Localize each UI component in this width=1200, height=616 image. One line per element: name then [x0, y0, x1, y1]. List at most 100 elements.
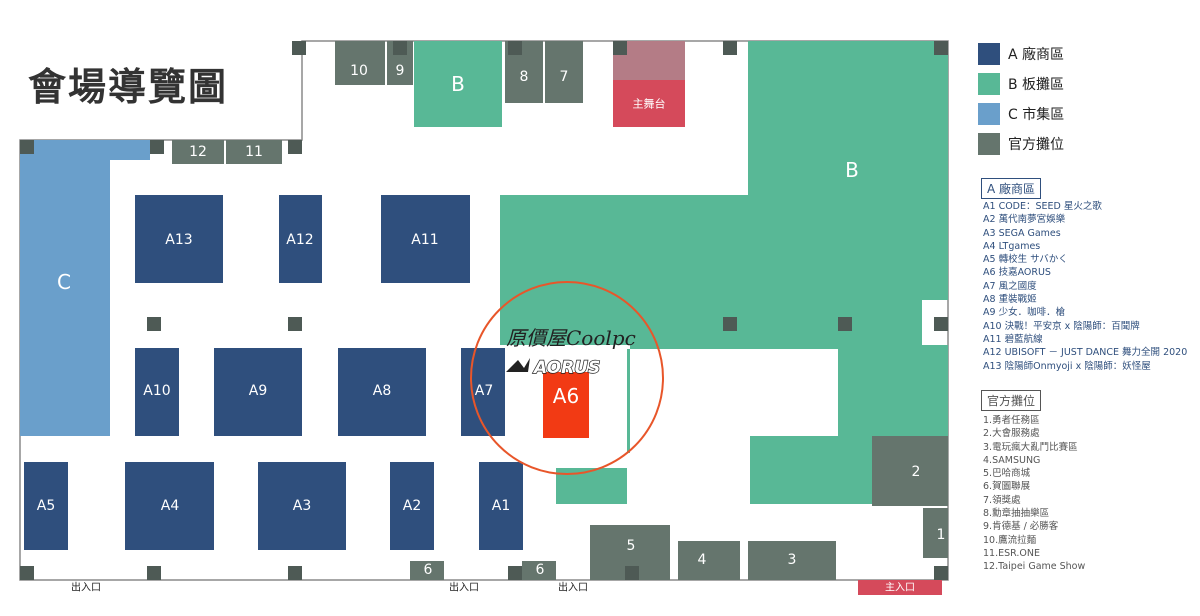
legend-board-game: B 板攤區	[978, 73, 1064, 95]
aorus-logo: AORUS	[506, 357, 601, 379]
booth-a12-label: A12	[286, 232, 313, 248]
booth-a4-label: A4	[161, 498, 180, 514]
official-item: 12.Taipei Game Show	[983, 561, 1086, 573]
main-stage[interactable]	[613, 80, 685, 127]
legend-market: C 市集區	[978, 103, 1064, 125]
aorus-logo-text: AORUS	[532, 358, 600, 378]
zone-b-right-label: B	[845, 158, 859, 182]
zone-c-top-extension	[110, 140, 150, 160]
official-item: 11.ESR.ONE	[983, 547, 1041, 559]
zone-b-band	[552, 270, 922, 300]
official-item: 2.大會服務處	[983, 428, 1040, 440]
vendor-item: A10 決戰！平安京 x 陰陽師：百聞牌	[983, 320, 1140, 332]
official-item: 7.領獎處	[983, 494, 1021, 506]
booth-4[interactable]	[678, 541, 740, 580]
booth-8-label: 8	[520, 69, 529, 85]
vendor-item: A2 萬代南夢宮娛樂	[983, 214, 1066, 226]
booth-a11[interactable]	[381, 195, 470, 283]
vendor-section-header: A 廠商區	[981, 178, 1042, 199]
booth-2[interactable]	[872, 436, 948, 506]
booth-3-label: 3	[788, 552, 797, 568]
booth-6-left[interactable]	[410, 561, 444, 580]
official-item: 4.SAMSUNG	[983, 454, 1041, 466]
vendor-item: A8 重裝戰姬	[983, 294, 1037, 306]
booth-12[interactable]	[172, 140, 224, 164]
booth-a5[interactable]	[24, 462, 68, 550]
page-title: 會場導覽圖	[28, 65, 229, 109]
entrance-mid-label: 出入口	[449, 581, 479, 594]
booth-10[interactable]	[335, 41, 385, 85]
booth-a13-label: A13	[165, 232, 192, 248]
booth-9-label: 9	[396, 63, 405, 79]
official-item: 8.勳章抽抽樂區	[983, 508, 1050, 520]
vendor-item: A5 轉校生 サバかく	[983, 254, 1068, 266]
official-item: 5.巴哈商城	[983, 468, 1031, 480]
official-item: 6.賀圖聯展	[983, 481, 1031, 493]
vendor-item: A1 CODE：SEED 星火之歌	[983, 201, 1102, 212]
vendor-item: A11 碧藍航線	[983, 333, 1043, 345]
booth-2-label: 2	[912, 464, 921, 480]
booth-a2[interactable]	[390, 462, 434, 550]
booth-7-label: 7	[560, 69, 569, 85]
official-section-header: 官方攤位	[981, 390, 1042, 411]
booth-a13[interactable]	[135, 195, 223, 283]
zone-c-label: C	[57, 270, 71, 294]
booth-a7-label: A7	[475, 383, 493, 399]
booth-3[interactable]	[748, 541, 836, 580]
legend-swatch-board-game	[978, 73, 1000, 95]
official-item: 10.鷹流拉麵	[983, 534, 1037, 546]
booth-a3[interactable]	[258, 462, 346, 550]
booth-a7[interactable]	[461, 348, 505, 436]
booth-a3-label: A3	[293, 498, 311, 514]
booth-a5-label: A5	[37, 498, 55, 514]
legend-label-official: 官方攤位	[1008, 137, 1064, 153]
main-entrance-label: 主入口	[885, 582, 915, 594]
zone-c[interactable]	[20, 140, 110, 436]
booth-a1[interactable]	[479, 462, 523, 550]
vendor-item: A3 SEGA Games	[983, 227, 1061, 239]
booth-6-left-label: 6	[424, 562, 433, 578]
highlight-circle	[470, 281, 664, 475]
booth-7[interactable]	[545, 41, 583, 103]
booth-a6-label: A6	[553, 384, 579, 408]
booth-a12[interactable]	[279, 195, 322, 283]
legend-label-board-game: B 板攤區	[1008, 77, 1065, 93]
legend-swatch-market	[978, 103, 1000, 125]
zone-b-strip	[500, 195, 552, 345]
booth-1[interactable]	[923, 508, 948, 558]
coolpc-logo-text: 原價屋Coolpc	[506, 326, 636, 350]
booth-a6[interactable]	[543, 372, 589, 438]
booth-11-label: 11	[245, 144, 263, 160]
official-item: 9.肯德基 / 必勝客	[983, 521, 1059, 533]
main-entrance[interactable]	[858, 580, 942, 595]
booth-6-right[interactable]	[522, 561, 556, 580]
booth-a9-label: A9	[249, 383, 267, 399]
booth-a10[interactable]	[135, 348, 179, 436]
vendor-item: A12 UBISOFT － JUST DANCE 舞力全開 2020	[983, 347, 1188, 359]
booth-a11-label: A11	[411, 232, 438, 248]
vendor-item: A6 技嘉AORUS	[983, 267, 1051, 279]
vendor-item: A13 陰陽師Onmyoji x 陰陽師：妖怪屋	[983, 360, 1151, 372]
booth-6-right-label: 6	[536, 562, 545, 578]
booth-a4[interactable]	[125, 462, 214, 550]
booth-4-label: 4	[698, 552, 707, 568]
official-item: 3.電玩瘋大亂鬥比賽區	[983, 441, 1078, 453]
zone-b-top[interactable]	[414, 41, 502, 127]
booth-a1-label: A1	[492, 498, 510, 514]
booth-a2-label: A2	[403, 498, 421, 514]
pillars	[20, 41, 948, 580]
booth-5-label: 5	[627, 538, 636, 554]
official-list: 1.勇者任務區 2.大會服務處 3.電玩瘋大亂鬥比賽區 4.SAMSUNG 5.…	[983, 414, 1195, 574]
legend-label-market: C 市集區	[1008, 107, 1065, 123]
booth-a8[interactable]	[338, 348, 426, 436]
vendor-item: A9 少女．咖啡．槍	[983, 307, 1066, 319]
legend-label-vendor: A 廠商區	[1008, 47, 1065, 63]
booth-a8-label: A8	[373, 383, 391, 399]
booth-11[interactable]	[226, 140, 282, 164]
booth-12-label: 12	[189, 144, 207, 160]
official-item: 1.勇者任務區	[983, 415, 1040, 426]
aorus-eagle-icon	[506, 358, 530, 372]
booth-a9[interactable]	[214, 348, 302, 436]
entrance-right-label: 出入口	[558, 581, 588, 594]
